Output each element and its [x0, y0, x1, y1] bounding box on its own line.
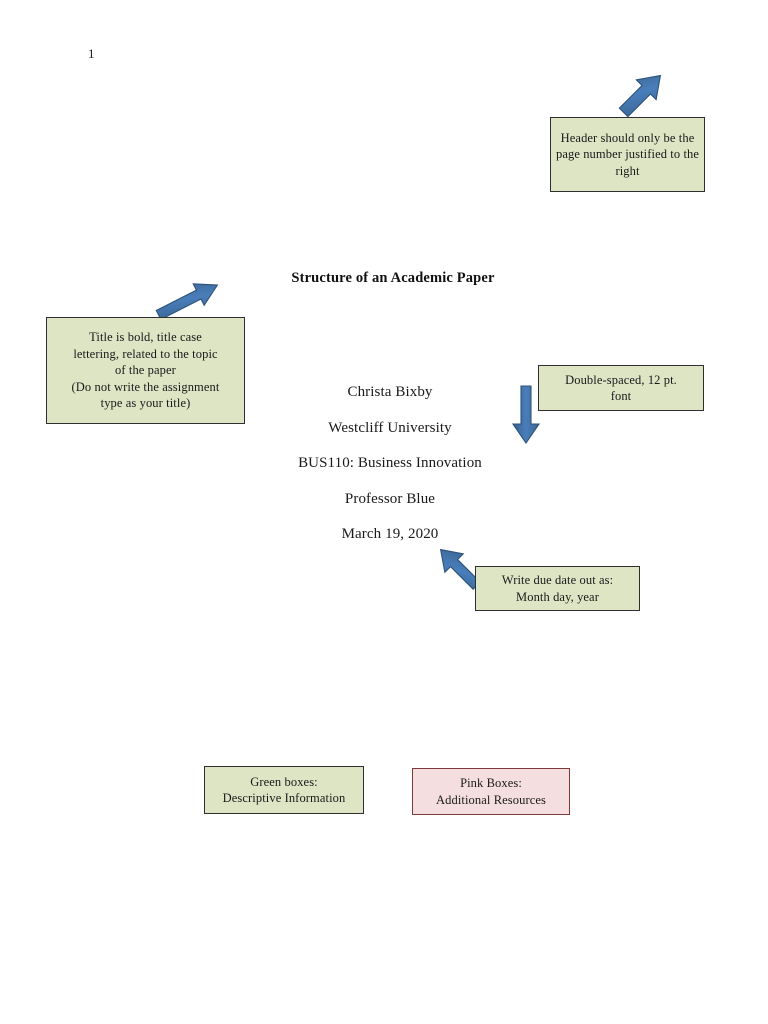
legend-green-line-1: Green boxes:	[250, 774, 318, 789]
legend-green-box: Green boxes: Descriptive Information	[204, 766, 364, 814]
legend-pink-box: Pink Boxes: Additional Resources	[412, 768, 570, 815]
annotation-spacing-box: Double-spaced, 12 pt. font	[538, 365, 704, 411]
annotation-duedate-line-1: Write due date out as:	[501, 573, 614, 587]
page-title-text: Structure of an Academic Paper	[291, 270, 495, 286]
legend-pink-line-2: Additional Resources	[436, 792, 546, 807]
page-number: 1	[88, 46, 95, 61]
annotation-title-box: Title is bold, title case lettering, rel…	[46, 317, 245, 424]
annotation-title-line-3: of the paper	[115, 363, 176, 378]
annotation-title-line-1: Title is bold, title case	[89, 330, 202, 345]
page-title: Structure of an Academic Paper	[0, 270, 768, 287]
arrow-up-right-icon	[618, 74, 662, 118]
title-page-block: Christa Bixby Westcliff University BUS11…	[0, 375, 768, 553]
course-name: BUS110: Business Innovation	[298, 455, 482, 471]
instructor-name: Professor Blue	[344, 490, 436, 507]
annotation-title-line-2: lettering, related to the topic	[73, 346, 218, 361]
annotation-spacing-text: Double-spaced, 12 pt. font	[539, 372, 703, 405]
annotation-spacing-line-2: font	[610, 389, 632, 403]
annotation-duedate-text: Write due date out as: Month day, year	[476, 572, 639, 605]
institution: Westcliff University	[328, 419, 452, 436]
annotation-header-text: Header should only be the page number ju…	[555, 130, 700, 178]
annotation-spacing-line-1: Double-spaced, 12 pt.	[565, 372, 677, 387]
legend-green-line-2: Descriptive Information	[222, 791, 346, 805]
annotation-duedate-box: Write due date out as: Month day, year	[475, 566, 640, 611]
annotation-title-line-5: type as your title)	[100, 396, 191, 411]
annotation-title-text: Title is bold, title case lettering, rel…	[47, 329, 244, 412]
legend-pink-text: Pink Boxes: Additional Resources	[413, 775, 569, 808]
annotation-header-box: Header should only be the page number ju…	[550, 117, 705, 192]
due-date: March 19, 2020	[341, 526, 439, 542]
legend-pink-line-1: Pink Boxes:	[460, 776, 522, 790]
legend-green-text: Green boxes: Descriptive Information	[205, 774, 363, 807]
annotation-title-line-4: (Do not write the assignment	[71, 379, 220, 394]
annotation-duedate-line-2: Month day, year	[516, 589, 599, 604]
author-name: Christa Bixby	[347, 384, 433, 400]
